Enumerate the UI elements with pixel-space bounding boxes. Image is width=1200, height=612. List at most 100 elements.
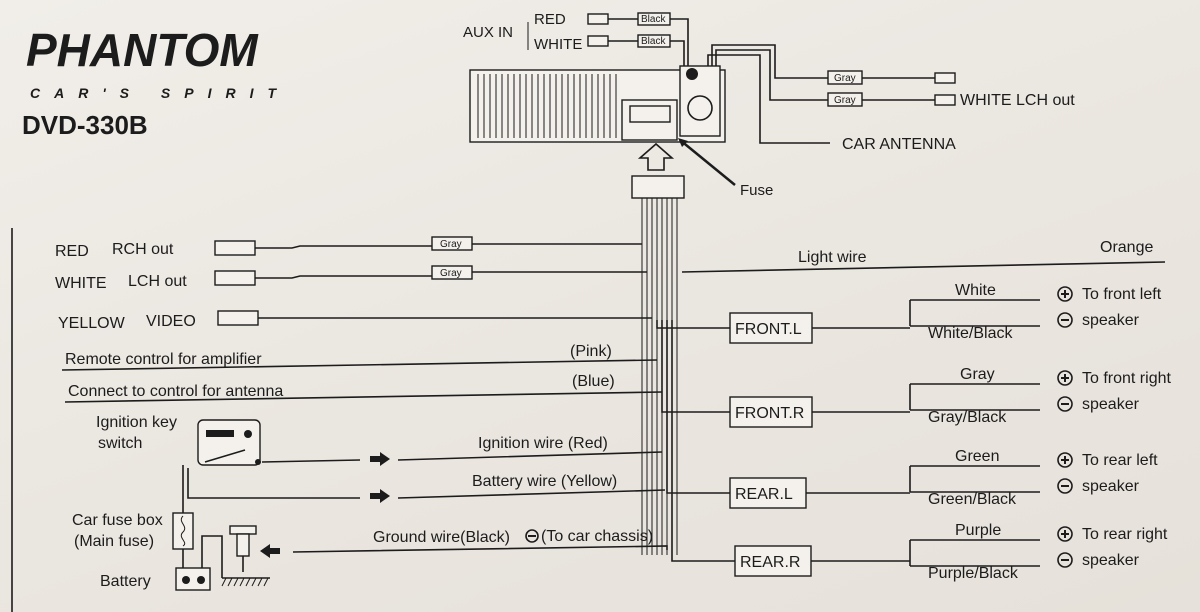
fuse-label: Fuse bbox=[740, 182, 773, 199]
ground-wire bbox=[292, 545, 668, 553]
positive-wire-color: Green bbox=[955, 448, 999, 465]
speaker-box-label: REAR.R bbox=[740, 554, 800, 571]
speaker-destination-2: speaker bbox=[1082, 312, 1140, 329]
ground-note: (To car chassis) bbox=[541, 528, 653, 545]
aux-white-tag: Black bbox=[641, 36, 666, 47]
minus-icon bbox=[1057, 478, 1073, 494]
svg-text:(Blue): (Blue) bbox=[572, 373, 615, 390]
speaker-destination-2: speaker bbox=[1082, 552, 1140, 569]
output-video: YELLOW VIDEO bbox=[58, 310, 652, 332]
rear-rca-1 bbox=[934, 72, 956, 84]
battery-icon bbox=[175, 567, 211, 591]
svg-text:YELLOW: YELLOW bbox=[58, 315, 126, 332]
model-number: DVD-330B bbox=[22, 110, 148, 140]
rear-out-label: WHITE LCH out bbox=[960, 92, 1075, 109]
remote-amp-wire: Remote control for amplifier (Pink) bbox=[61, 343, 658, 371]
arrow-right-icon bbox=[370, 489, 390, 503]
car-antenna-label: CAR ANTENNA bbox=[842, 136, 956, 153]
aux-red-tag: Black bbox=[641, 14, 666, 25]
fuse-box-icon bbox=[172, 512, 223, 578]
svg-text:(Pink): (Pink) bbox=[570, 343, 612, 360]
minus-icon bbox=[1057, 552, 1073, 568]
light-wire-label: Light wire bbox=[798, 249, 867, 266]
plus-icon bbox=[1057, 370, 1073, 386]
harness-connector bbox=[631, 175, 685, 199]
speaker-box bbox=[734, 545, 812, 577]
negative-wire-color: Gray/Black bbox=[928, 409, 1007, 426]
minus-icon bbox=[1057, 396, 1073, 412]
rear-gray-tag-2: Gray bbox=[834, 95, 856, 106]
minus-icon bbox=[1057, 312, 1073, 328]
ignition-wire bbox=[261, 451, 663, 463]
positive-wire-color: White bbox=[955, 282, 996, 299]
speaker-destination: To rear right bbox=[1082, 526, 1168, 543]
plus-icon bbox=[1057, 452, 1073, 468]
ignition-switch-label-2: switch bbox=[98, 435, 142, 452]
rear-rca-2 bbox=[934, 94, 956, 106]
positive-wire-color: Purple bbox=[955, 522, 1001, 539]
rear-gray-tag-1: Gray bbox=[834, 73, 856, 84]
arrow-left-icon bbox=[260, 544, 280, 558]
speaker-box bbox=[729, 312, 813, 344]
fuse-box-label-2: (Main fuse) bbox=[74, 533, 154, 550]
antenna-wire bbox=[707, 54, 830, 144]
svg-text:WHITE: WHITE bbox=[55, 275, 107, 292]
antenna-control-wire: Connect to control for antenna (Blue) bbox=[64, 373, 663, 403]
light-wire bbox=[681, 261, 1166, 273]
fuse-box-label: Car fuse box bbox=[72, 512, 163, 529]
speaker-destination-2: speaker bbox=[1082, 396, 1140, 413]
svg-text:RED: RED bbox=[55, 243, 89, 260]
svg-text:Gray: Gray bbox=[440, 268, 462, 279]
speaker-destination-2: speaker bbox=[1082, 478, 1140, 495]
aux-in-label: AUX IN bbox=[463, 24, 513, 41]
output-rch: RED RCH out Gray bbox=[55, 236, 642, 260]
aux-red-connector: Black bbox=[587, 12, 689, 66]
battery-wire-label: Battery wire (Yellow) bbox=[472, 473, 617, 490]
speaker-box-label: FRONT.L bbox=[735, 321, 802, 338]
rear-out-wire-2 bbox=[715, 49, 935, 101]
brand-logo: PHANTOM bbox=[26, 24, 259, 76]
head-unit bbox=[469, 65, 726, 143]
svg-text:LCH out: LCH out bbox=[128, 273, 187, 290]
speaker-destination: To rear left bbox=[1082, 452, 1158, 469]
speaker-box bbox=[729, 477, 807, 509]
aux-white-label: WHITE bbox=[534, 36, 582, 53]
minus-icon bbox=[525, 529, 539, 543]
chassis-ground-icon bbox=[221, 525, 270, 587]
ignition-key-switch-icon bbox=[197, 419, 261, 466]
svg-text:Gray: Gray bbox=[440, 239, 462, 250]
negative-wire-color: White/Black bbox=[928, 325, 1013, 342]
rear-out-wire-1 bbox=[711, 44, 935, 79]
aux-red-label: RED bbox=[534, 11, 566, 28]
speaker-box-label: REAR.L bbox=[735, 486, 793, 503]
battery-label: Battery bbox=[100, 573, 151, 590]
ignition-switch-label: Ignition key bbox=[96, 414, 177, 431]
output-lch: WHITE LCH out Gray bbox=[55, 265, 647, 292]
speaker-destination: To front left bbox=[1082, 286, 1162, 303]
insert-arrow-icon bbox=[637, 142, 675, 171]
aux-white-connector: Black bbox=[587, 34, 685, 66]
plus-icon bbox=[1057, 526, 1073, 542]
svg-text:RCH out: RCH out bbox=[112, 241, 174, 258]
fuse-pointer bbox=[679, 139, 736, 186]
ground-wire-label: Ground wire(Black) bbox=[373, 529, 510, 546]
svg-text:VIDEO: VIDEO bbox=[146, 313, 196, 330]
svg-text:Remote control for amplifier: Remote control for amplifier bbox=[65, 351, 262, 368]
negative-wire-color: Green/Black bbox=[928, 491, 1017, 508]
brand-tagline: CAR'S SPIRIT bbox=[30, 85, 290, 101]
svg-text:Connect to control for antenna: Connect to control for antenna bbox=[68, 383, 283, 400]
negative-wire-color: Purple/Black bbox=[928, 565, 1019, 582]
arrow-right-icon bbox=[370, 452, 390, 466]
speaker-destination: To front right bbox=[1082, 370, 1171, 387]
ignition-wire-label: Ignition wire (Red) bbox=[478, 435, 608, 452]
speaker-box-label: FRONT.R bbox=[735, 405, 804, 422]
positive-wire-color: Gray bbox=[960, 366, 995, 383]
light-wire-color: Orange bbox=[1100, 239, 1153, 256]
plus-icon bbox=[1057, 286, 1073, 302]
